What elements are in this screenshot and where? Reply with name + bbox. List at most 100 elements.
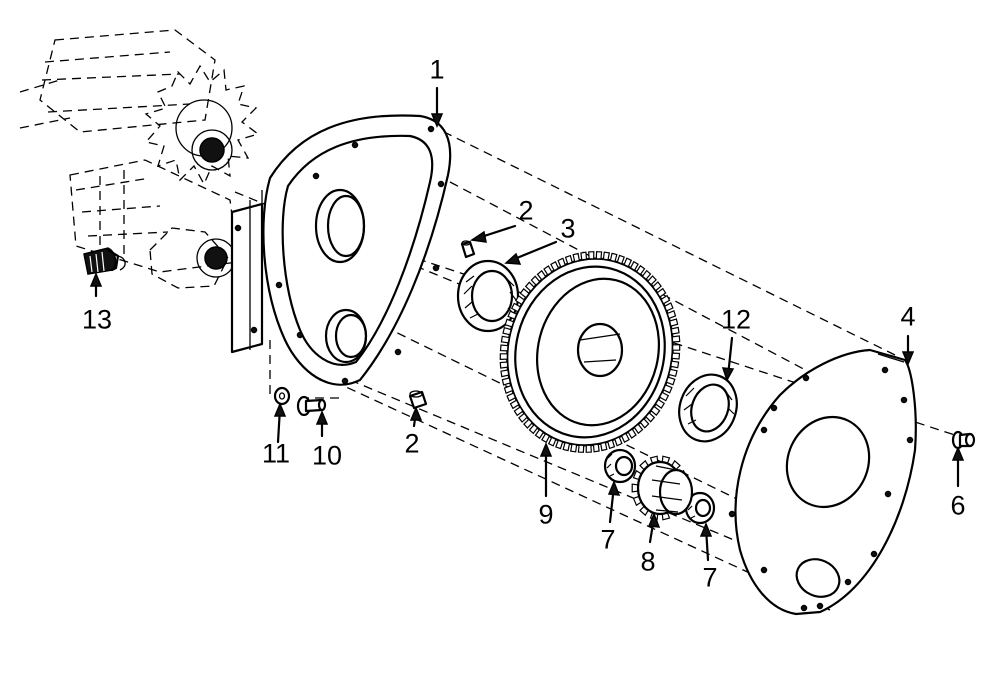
gear-tooth [666, 309, 677, 320]
gear-tooth [499, 361, 509, 369]
gear-tooth [671, 352, 681, 360]
gear-tooth [499, 353, 508, 361]
callout-8: 8 [640, 546, 656, 577]
case-bolt-part-10 [296, 395, 327, 417]
gear-tooth [660, 294, 671, 305]
gear-tooth [509, 399, 520, 410]
gear-tooth [523, 418, 534, 429]
gear-tooth [662, 384, 673, 394]
gear-tooth [550, 260, 560, 272]
gear-tooth [504, 318, 515, 328]
callout-7-left: 7 [600, 524, 616, 555]
gear-tooth [641, 269, 652, 281]
gear-tooth [580, 251, 588, 261]
callout-12: 12 [720, 304, 752, 335]
gear-tooth [518, 412, 529, 423]
gear-tooth [585, 444, 592, 453]
gear-tooth [627, 428, 637, 439]
gear-tooth [639, 417, 650, 429]
large-gear-teeth [499, 251, 681, 453]
callout-10: 10 [311, 440, 343, 471]
gear-tooth [530, 275, 541, 287]
gear-tooth [600, 441, 608, 452]
gear-tooth [562, 441, 571, 452]
gear-tooth [555, 439, 564, 450]
callout-2-lower: 2 [404, 428, 420, 459]
gear-tooth [543, 265, 553, 276]
gear-tooth [519, 288, 530, 299]
gear-tooth [614, 436, 623, 447]
gear-tooth [510, 302, 522, 313]
gear-tooth [644, 411, 656, 423]
gear-tooth [658, 391, 670, 402]
gear-tooth [503, 384, 514, 395]
gear-tooth [635, 264, 646, 276]
gear-tooth [607, 439, 616, 450]
washer-part-11 [273, 386, 291, 406]
gear-tooth [592, 443, 600, 453]
callout-2-upper: 2 [518, 195, 534, 226]
bearing-upper-part-3 [456, 259, 520, 333]
gear-tooth [536, 269, 547, 281]
gear-tooth [654, 398, 666, 409]
gear-tooth [524, 281, 536, 293]
gear-tooth [670, 360, 680, 369]
gear-tooth [507, 310, 518, 320]
callout-7-right: 7 [702, 562, 718, 593]
large-gear-part-9 [499, 251, 681, 453]
gear-tooth [629, 260, 639, 272]
dowel-pin-lower-part-2 [408, 390, 428, 410]
callout-1: 1 [429, 54, 445, 85]
gear-tooth [656, 287, 667, 298]
gear-tooth [671, 335, 681, 343]
gear-tooth [541, 432, 551, 444]
dowel-pin-upper-part-2 [460, 240, 476, 259]
gear-tooth [623, 257, 633, 268]
gear-tooth [500, 335, 510, 344]
gear-tooth [668, 368, 678, 378]
gear-tooth [620, 432, 630, 444]
gear-tooth [506, 392, 517, 402]
gear-tooth [602, 251, 611, 261]
gear-tooth [663, 302, 674, 312]
gear-tooth [651, 281, 662, 292]
gear-tooth [499, 344, 509, 352]
needle-bearing-left-part-7 [603, 448, 637, 484]
gear-tooth [665, 376, 676, 386]
lower-shaft-spline [196, 238, 236, 278]
gear-tooth [650, 405, 661, 416]
gear-tooth [633, 423, 644, 435]
gear-tooth [500, 369, 510, 378]
leader-lines [89, 86, 965, 562]
phantom-machine-housing [19, 29, 239, 289]
callout-9: 9 [538, 499, 554, 530]
callout-6: 6 [950, 490, 966, 521]
gear-tooth [547, 436, 557, 447]
gear-tooth [577, 444, 585, 453]
gear-tooth [616, 254, 625, 265]
gear-case-part-1 [230, 114, 452, 386]
gear-tooth [569, 443, 578, 453]
gear-tooth [609, 252, 618, 263]
callout-3: 3 [560, 213, 576, 244]
gear-tooth [672, 343, 681, 351]
gear-tooth [646, 275, 657, 286]
gear-tooth [668, 318, 679, 327]
gear-tooth [501, 377, 512, 386]
phantom-sprocket [144, 64, 260, 186]
gear-tooth [534, 428, 545, 440]
gear-tooth [595, 251, 603, 260]
gear-tooth [528, 423, 539, 435]
gear-tooth [557, 257, 566, 268]
gear-tooth [572, 252, 580, 263]
pinion-gear-part-8 [631, 455, 694, 521]
gear-tooth [514, 295, 526, 306]
cover-bolt-part-6 [951, 430, 976, 450]
gear-tooth [588, 251, 595, 260]
gear-tooth [513, 406, 524, 417]
bearing-cover-part-12 [678, 373, 738, 443]
gear-tooth [670, 326, 680, 335]
drive-shaft-stub-part-13 [83, 247, 126, 275]
